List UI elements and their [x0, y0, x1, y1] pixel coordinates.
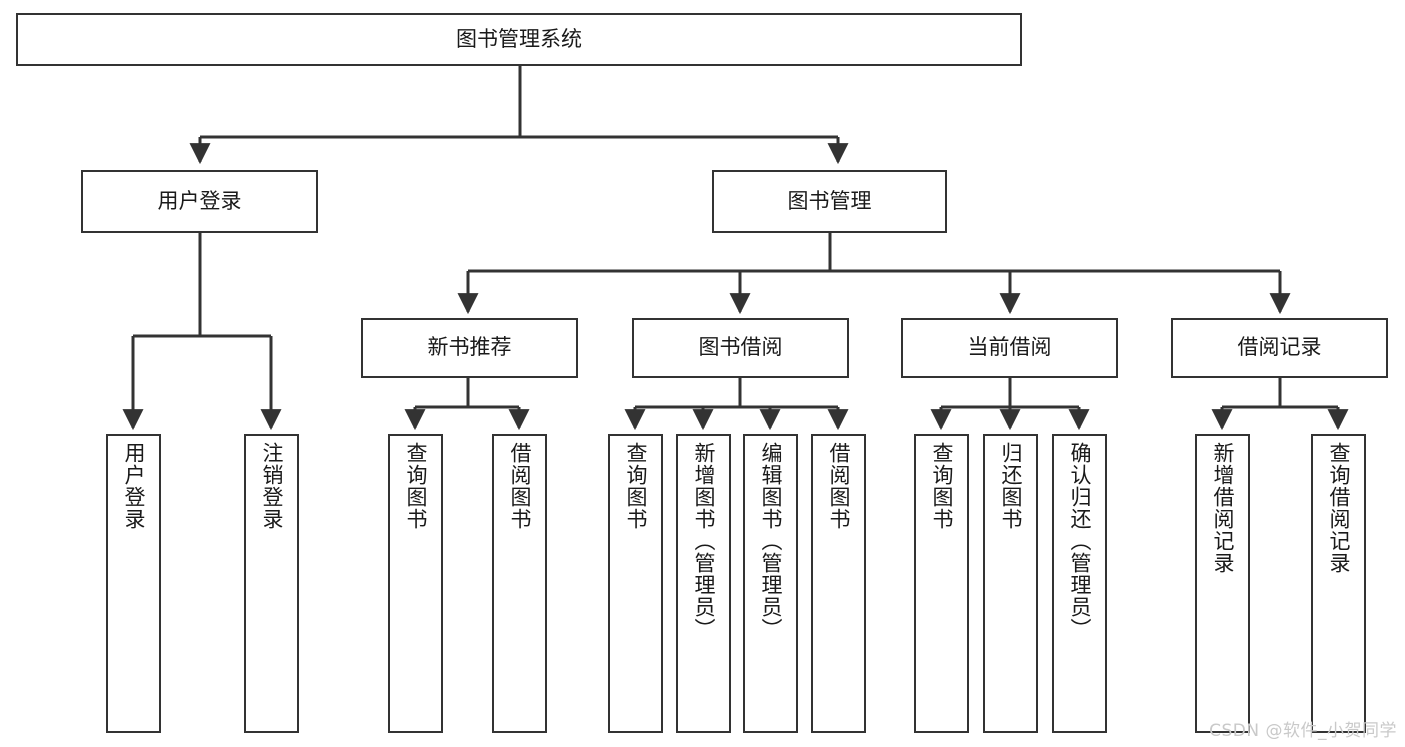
node-label: 注销登录	[260, 442, 284, 530]
node-label: 新增图书（管理员）	[692, 442, 716, 640]
leaf-user-login-logout[interactable]: 注销登录	[244, 434, 299, 733]
node-label: 图书管理系统	[456, 26, 582, 51]
node-book-management[interactable]: 图书管理	[712, 170, 947, 233]
leaf-book-borrow-borrow[interactable]: 借阅图书	[811, 434, 866, 733]
leaf-new-book-borrow[interactable]: 借阅图书	[492, 434, 547, 733]
node-label: 图书借阅	[698, 335, 783, 360]
leaf-book-borrow-add[interactable]: 新增图书（管理员）	[676, 434, 731, 733]
node-current-borrow[interactable]: 当前借阅	[901, 318, 1118, 378]
node-label: 用户登录	[157, 188, 242, 213]
leaf-current-borrow-return[interactable]: 归还图书	[983, 434, 1038, 733]
node-label: 确认归还（管理员）	[1068, 442, 1092, 640]
node-label: 图书管理	[787, 188, 872, 213]
leaf-new-book-query[interactable]: 查询图书	[388, 434, 443, 733]
node-label: 用户登录	[122, 442, 146, 530]
node-root-book-management-system[interactable]: 图书管理系统	[16, 13, 1022, 66]
node-book-borrow[interactable]: 图书借阅	[632, 318, 849, 378]
node-label: 借阅图书	[508, 442, 532, 530]
node-label: 查询借阅记录	[1327, 442, 1351, 574]
leaf-user-login-login[interactable]: 用户登录	[106, 434, 161, 733]
node-label: 新书推荐	[427, 335, 512, 360]
node-label: 归还图书	[999, 442, 1023, 530]
node-label: 新增借阅记录	[1211, 442, 1235, 574]
node-label: 查询图书	[404, 442, 428, 530]
leaf-current-borrow-query[interactable]: 查询图书	[914, 434, 969, 733]
leaf-borrow-record-query[interactable]: 查询借阅记录	[1311, 434, 1366, 733]
node-new-book-recommend[interactable]: 新书推荐	[361, 318, 578, 378]
node-borrow-record[interactable]: 借阅记录	[1171, 318, 1388, 378]
leaf-borrow-record-add[interactable]: 新增借阅记录	[1195, 434, 1250, 733]
node-label: 编辑图书（管理员）	[759, 442, 783, 640]
node-user-login[interactable]: 用户登录	[81, 170, 318, 233]
node-label: 借阅记录	[1237, 335, 1322, 360]
node-label: 查询图书	[624, 442, 648, 530]
leaf-book-borrow-query[interactable]: 查询图书	[608, 434, 663, 733]
csdn-watermark: CSDN @软件_小贺同学	[1209, 721, 1397, 741]
leaf-current-borrow-confirm-return[interactable]: 确认归还（管理员）	[1052, 434, 1107, 733]
node-label: 借阅图书	[827, 442, 851, 530]
leaf-book-borrow-edit[interactable]: 编辑图书（管理员）	[743, 434, 798, 733]
node-label: 当前借阅	[967, 335, 1052, 360]
node-label: 查询图书	[930, 442, 954, 530]
